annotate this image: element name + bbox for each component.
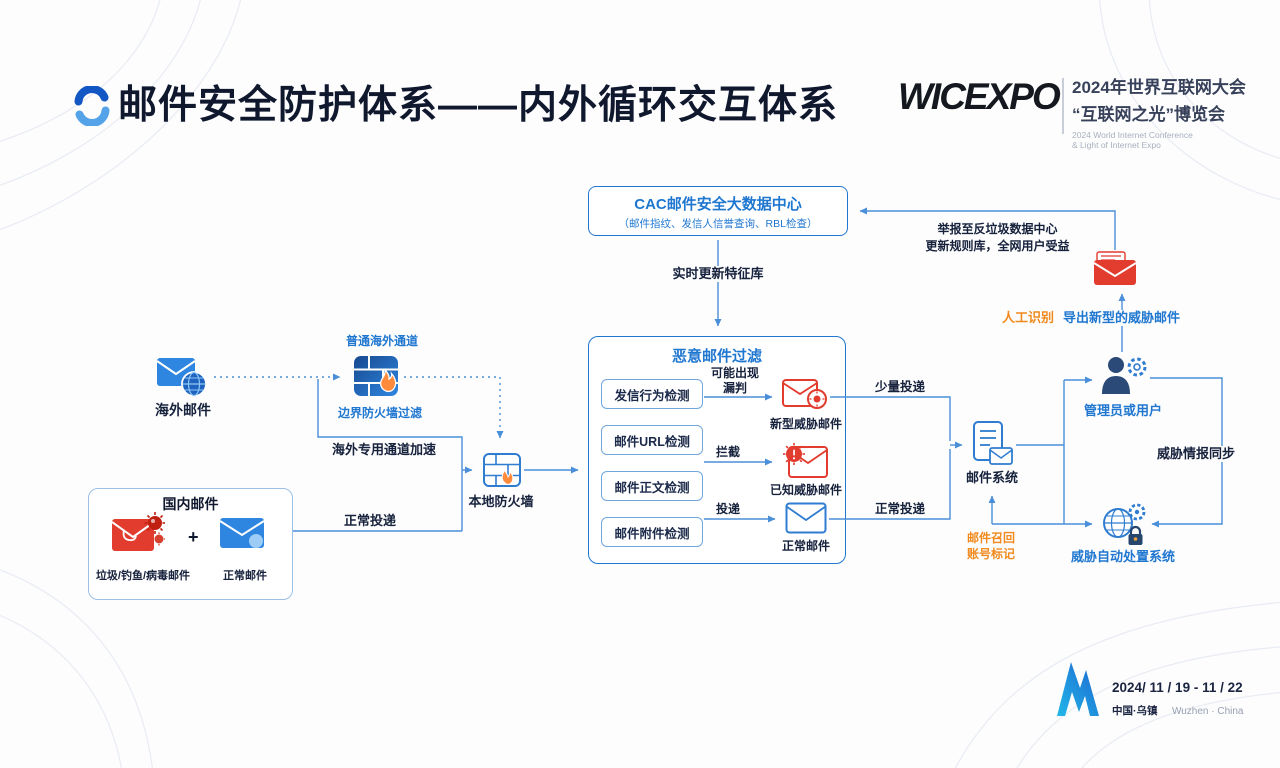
small-delivery-label: 少量投递 [868,380,932,396]
domestic-title: 国内邮件 [162,496,219,512]
normal-delivery-left-label: 正常投递 [344,513,397,528]
normal-mail-outline-icon [785,502,827,534]
footer-place-en: Wuzhen · China [1171,706,1244,717]
detector-url: 邮件URL检测 [601,425,703,455]
detector-send-behavior: 发信行为检测 [601,379,703,409]
event-title-cn-2: “互联网之光”博览会 [1072,105,1225,124]
border-firewall-icon [352,354,400,398]
footer-place-cn: 中国·乌镇 [1112,705,1158,717]
overseas-mail-icon [156,354,208,398]
threat-intel-sync-label: 威胁情报同步 [1154,446,1239,463]
footer-date: 2024/ 11 / 19 - 11 / 22 [1112,680,1243,695]
brand-swirl-icon [72,86,112,126]
deliver-label: 投递 [715,502,740,516]
new-threat-mail-label: 新型威胁邮件 [769,417,842,431]
new-threat-mail-icon [782,377,828,413]
report-label-line1: 举报至反垃圾数据中心 [937,222,1058,236]
report-label-line2: 更新规则库，全网用户受益 [925,239,1070,253]
plus-sign: + [188,527,199,547]
admin-user-label: 管理员或用户 [1083,403,1162,418]
account-tag-label: 账号标记 [966,547,1015,561]
local-firewall-label: 本地防火墙 [468,494,534,509]
detector-attachment: 邮件附件检测 [601,517,703,547]
possible-miss-label: 可能出现漏判 [710,366,759,395]
known-threat-mail-label: 已知威胁邮件 [769,483,842,497]
footer-logo [1052,656,1104,718]
manual-identify-label: 人工识别 [1002,310,1055,325]
domestic-mail-box: 国内邮件 + [88,488,293,600]
admin-user-icon [1099,354,1147,398]
mail-system-label: 邮件系统 [960,470,1024,487]
dedicated-channel-label: 海外专用通道加速 [332,442,437,457]
cac-subtitle: （邮件指纹、发信人信誉查询、RBL检查） [618,218,818,230]
spam-mail-label: 垃圾/钓鱼/病毒邮件 [95,570,191,582]
footer-place: 中国·乌镇 Wuzhen · China [1112,701,1243,719]
event-title-en-2: & Light of Internet Expo [1072,140,1161,150]
export-threat-mail-icon [1093,251,1137,286]
event-title-en-1: 2024 World Internet Conference [1072,130,1193,140]
local-firewall-icon [482,450,522,490]
normal-mail-filled-icon [219,515,265,551]
known-threat-mail-icon [781,441,829,481]
overseas-mail-label: 海外邮件 [155,402,211,418]
detector-body: 邮件正文检测 [601,471,703,501]
filter-title: 恶意邮件过滤 [671,348,762,365]
wicexpo-logo: WICEXPO [898,76,1061,117]
mail-system-icon [970,420,1014,466]
realtime-update-label: 实时更新特征库 [666,266,770,283]
cac-data-center-box: CAC邮件安全大数据中心 （邮件指纹、发信人信誉查询、RBL检查） [588,186,848,236]
mail-recall-label: 邮件召回 [966,531,1015,545]
spam-phishing-virus-mail-icon [111,511,165,555]
border-firewall-filter-label: 边界防火墙过滤 [338,406,423,420]
export-new-threat-label: 导出新型的威胁邮件 [1060,310,1184,327]
page-title: 邮件安全防护体系——内外循环交互体系 [118,84,839,127]
cac-title: CAC邮件安全大数据中心 [634,196,802,213]
intercept-label: 拦截 [715,445,740,459]
domestic-normal-mail-label: 正常邮件 [223,570,267,582]
normal-overseas-channel-label: 普通海外通道 [346,334,419,348]
auto-disposal-icon [1099,502,1147,546]
normal-delivery-right-label: 正常投递 [868,502,932,518]
auto-disposal-label: 威胁自动处置系统 [1070,549,1175,564]
event-brand-block: 2024年世界互联网大会 “互联网之光”博览会 2024 World Inter… [1072,73,1246,150]
brand-divider [1062,78,1064,134]
normal-mail-label: 正常邮件 [781,539,830,553]
event-title-cn-1: 2024年世界互联网大会 [1072,78,1246,97]
